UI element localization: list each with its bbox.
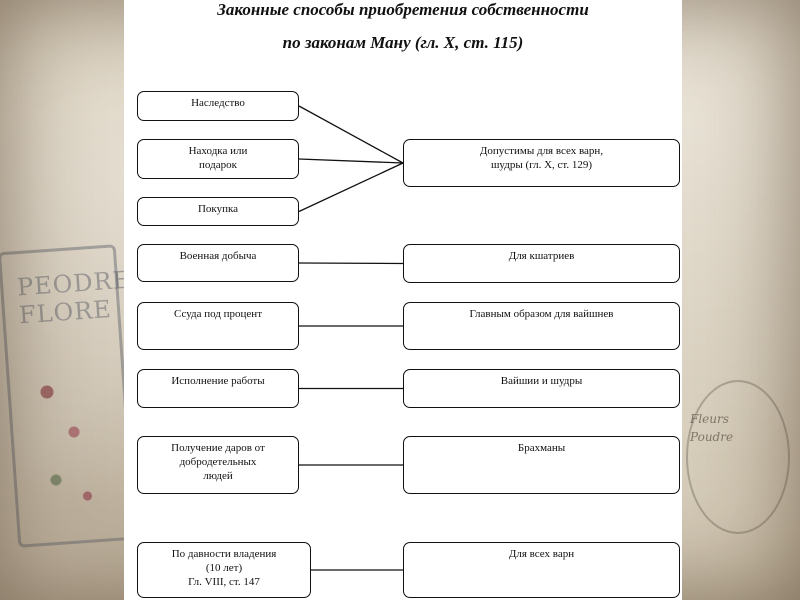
- box-text: Военная добыча: [179, 250, 257, 262]
- box-text: Для всех варн: [508, 548, 575, 560]
- scope-box-kshatriyas: Для кшатриев: [403, 244, 680, 283]
- scope-box-all-varnas-shudras: Допустимы для всех варн, шудры (гл. X, с…: [403, 139, 680, 187]
- ornament-decoration: [686, 380, 790, 534]
- box-text: Гл. VIII, ст. 147: [188, 576, 260, 588]
- box-text: Ссуда под процент: [173, 308, 262, 320]
- method-box-interest-loan: Ссуда под процент: [137, 302, 299, 350]
- diagram-title-line-2: по законам Ману (гл. X, ст. 115): [282, 33, 524, 52]
- scope-box-brahmins: Брахманы: [403, 436, 680, 494]
- connector-line-0: [298, 105, 404, 164]
- box-text: Получение даров от: [171, 442, 265, 454]
- connector-line-3: [298, 262, 404, 265]
- box-text: шудры (гл. X, ст. 129): [490, 159, 593, 171]
- scope-box-vaishyas-shudras: Вайшии и шудры: [403, 369, 680, 408]
- scope-box-all-varnas: Для всех варн: [403, 542, 680, 598]
- connector-line-1: [298, 158, 404, 164]
- box-text: Для кшатриев: [508, 250, 575, 262]
- method-box-prescription: По давности владения (10 лет) Гл. VIII, …: [137, 542, 311, 598]
- box-text: людей: [203, 470, 233, 482]
- box-text: Покупка: [197, 203, 239, 215]
- box-text: Брахманы: [517, 442, 566, 454]
- diagram-title-line-1: Законные способы приобретения собственно…: [217, 0, 589, 19]
- box-text: подарок: [199, 159, 237, 171]
- floral-decoration: [20, 360, 110, 520]
- method-box-purchase: Покупка: [137, 197, 299, 226]
- method-box-work: Исполнение работы: [137, 369, 299, 408]
- box-text: По давности владения: [171, 548, 277, 560]
- method-box-find-or-gift: Находка или подарок: [137, 139, 299, 179]
- method-box-gifts-from-virtuous: Получение даров от добродетельных людей: [137, 436, 299, 494]
- method-box-war-booty: Военная добыча: [137, 244, 299, 282]
- diagram-panel: Законные способы приобретения собственно…: [124, 0, 682, 600]
- box-text: Главным образом для вайшнев: [469, 308, 614, 320]
- method-box-inheritance: Наследство: [137, 91, 299, 121]
- box-text: добродетельных: [179, 456, 257, 468]
- box-text: (10 лет): [205, 562, 243, 574]
- box-text: Допустимы для всех варн,: [479, 145, 604, 157]
- connector-line-2: [298, 162, 404, 213]
- connector-lines: [298, 105, 404, 571]
- box-text: Находка или: [188, 145, 248, 157]
- box-text: Наследство: [191, 97, 245, 109]
- scope-box-vaishyas-mainly: Главным образом для вайшнев: [403, 302, 680, 350]
- box-text: Исполнение работы: [171, 375, 265, 387]
- box-text: Вайшии и шудры: [500, 375, 583, 387]
